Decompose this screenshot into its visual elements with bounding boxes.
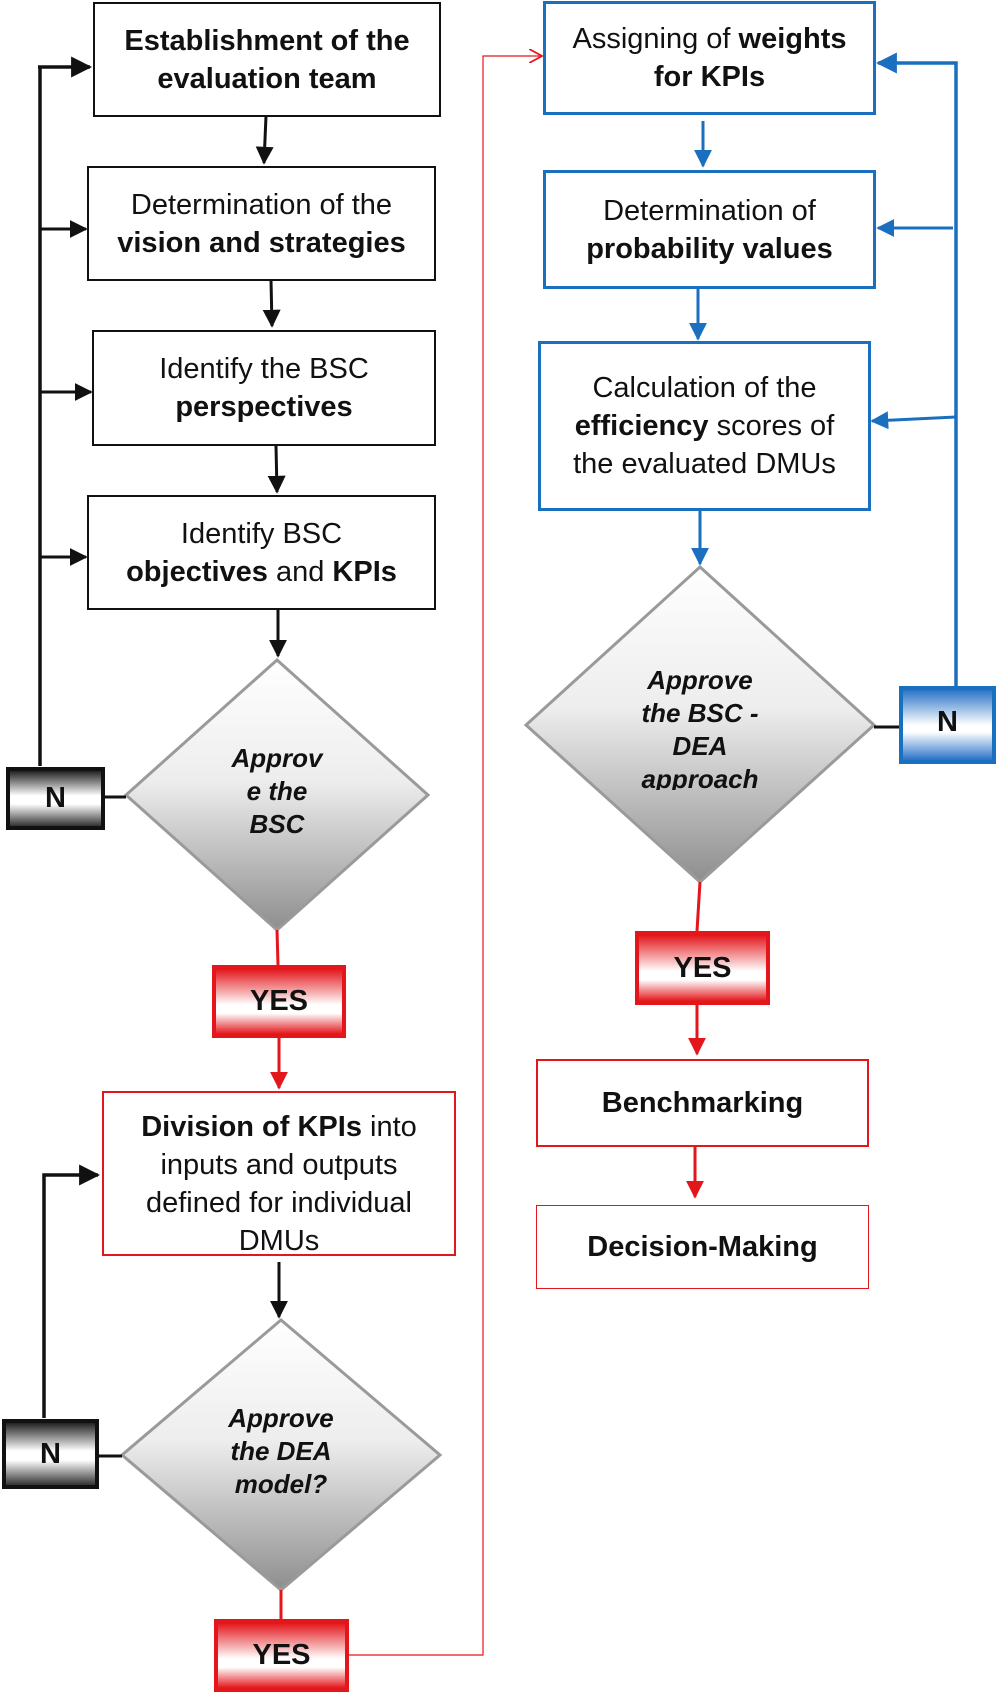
approve-dea-text: Approve the DEA model? xyxy=(206,1402,356,1504)
efficiency-line3: the evaluated DMUs xyxy=(573,448,836,480)
box-perspectives: Identify the BSC perspectives xyxy=(92,330,436,446)
no-tag-approve-bsc-dea: N xyxy=(899,686,996,764)
arrow-vision-to-perspectives xyxy=(262,279,281,328)
objectives-bold-b: KPIs xyxy=(332,555,397,588)
objectives-line1: Identify BSC xyxy=(180,517,343,550)
perspectives-line1: Identify the BSC xyxy=(159,353,369,385)
yes-tag-approve-bsc-label: YES xyxy=(249,985,309,1017)
approve-bsc-dea-text: Approve the BSC - DEA approach xyxy=(620,664,780,790)
box-objectives: Identify BSC objectives and KPIs xyxy=(87,495,436,610)
weights-bold: weights xyxy=(738,23,847,55)
approve-bsc-dea-line4: approach xyxy=(641,764,759,790)
thin-route-yes2-to-weights xyxy=(349,56,542,1656)
approve-bsc-dea-line1: Approve xyxy=(647,665,753,695)
probability-line2: probability values xyxy=(586,232,833,265)
objectives-bold-a: objectives xyxy=(126,555,268,588)
division-line4: DMUs xyxy=(238,1225,320,1256)
no-tag-approve-dea-label: N xyxy=(40,1437,61,1470)
yes-tag-approve-bsc: YES xyxy=(212,965,346,1038)
approve-bsc-text: Approv e the BSC xyxy=(212,742,342,844)
box-efficiency: Calculation of the efficiency scores of … xyxy=(538,341,871,511)
approve-bsc-line3: BSC xyxy=(249,809,305,839)
box-weights: Assigning of weights for KPIs xyxy=(543,1,876,115)
box-benchmarking: Benchmarking xyxy=(536,1059,869,1147)
box-establishment: Establishment of the evaluation team xyxy=(93,2,441,117)
weights-text: Assigning of xyxy=(572,23,739,55)
box-division: Division of KPIs into inputs and outputs… xyxy=(102,1091,456,1256)
efficiency-line1: Calculation of the xyxy=(592,372,817,404)
no-tag-approve-bsc: N xyxy=(6,767,105,830)
arrow-perspectives-to-objectives xyxy=(267,445,286,494)
line-diamond1-to-yes1 xyxy=(275,929,280,966)
feedback-line-no-3 xyxy=(875,52,958,686)
approve-bsc-line2: e the xyxy=(246,776,308,806)
weights-line2: for KPIs xyxy=(653,61,766,93)
arrow-establishment-to-vision xyxy=(255,115,274,165)
no-tag-approve-dea: N xyxy=(2,1419,99,1489)
vision-line1: Determination of the xyxy=(130,188,393,221)
decision-making-label: Decision-Making xyxy=(587,1231,818,1263)
approve-dea-line1: Approve xyxy=(228,1403,334,1433)
line-diamond3-to-yes3 xyxy=(695,881,702,932)
benchmarking-label: Benchmarking xyxy=(601,1087,804,1119)
no-tag-approve-bsc-dea-label: N xyxy=(937,706,958,738)
yes-tag-approve-dea: YES xyxy=(214,1619,349,1692)
box-vision: Determination of the vision and strategi… xyxy=(87,166,436,281)
yes-tag-approve-dea-label: YES xyxy=(252,1639,311,1671)
yes-tag-approve-bsc-dea: YES xyxy=(635,931,770,1005)
approve-bsc-dea-line3: DEA xyxy=(672,731,728,761)
approve-bsc-line1: Approv xyxy=(231,743,323,773)
objectives-and: and xyxy=(267,555,333,588)
efficiency-rest: scores of xyxy=(708,410,835,442)
vision-line2: vision and strategies xyxy=(117,226,406,259)
yes-tag-approve-bsc-dea-label: YES xyxy=(673,951,732,984)
division-line3: defined for individual xyxy=(145,1187,412,1219)
arrow-feedback-to-efficiency xyxy=(870,411,957,430)
box-probability: Determination of probability values xyxy=(543,170,876,289)
approve-bsc-dea-line2: the BSC - xyxy=(641,698,759,728)
division-line2: inputs and outputs xyxy=(160,1149,398,1181)
box-decision-making: Decision-Making xyxy=(536,1205,869,1289)
feedback-line-no-2 xyxy=(42,1164,101,1418)
division-rest: into xyxy=(361,1111,417,1143)
establishment-line2: evaluation team xyxy=(157,62,377,95)
approve-dea-line3: model? xyxy=(234,1469,328,1499)
perspectives-line2: perspectives xyxy=(175,391,353,423)
division-bold: Division of KPIs xyxy=(141,1111,362,1143)
approve-dea-line2: the DEA xyxy=(230,1436,332,1466)
probability-line1: Determination of xyxy=(603,194,816,227)
establishment-line1: Establishment of the xyxy=(124,24,410,57)
no-tag-approve-bsc-label: N xyxy=(45,782,66,814)
efficiency-bold: efficiency xyxy=(574,410,709,442)
